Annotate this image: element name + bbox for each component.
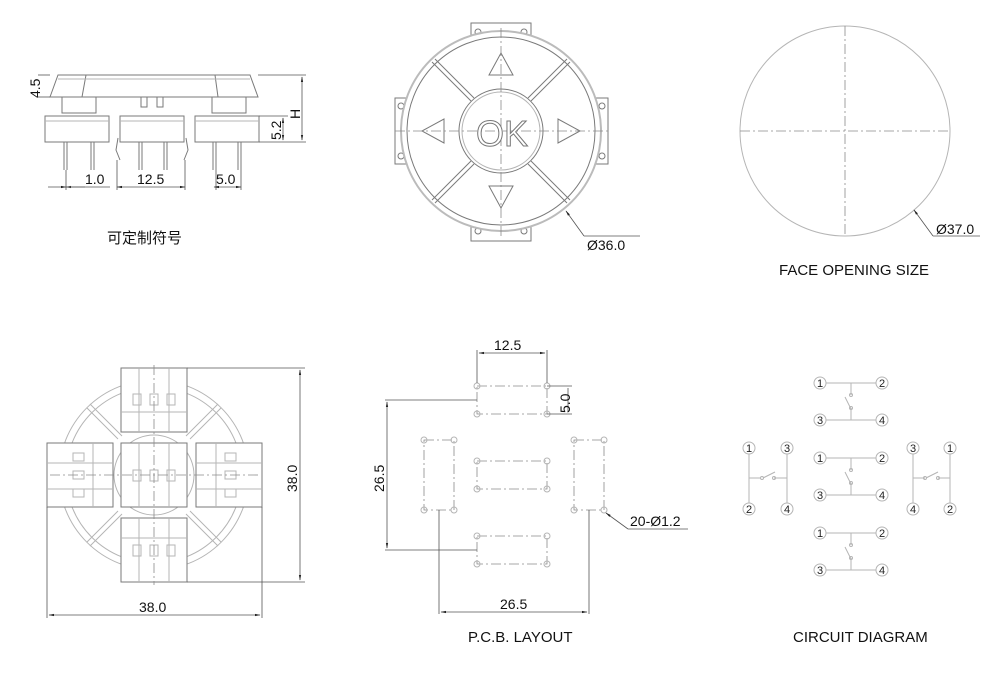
- dim-cap-height: 4.5: [27, 78, 43, 98]
- ok-label: OK: [476, 113, 528, 154]
- switch-bottom: 1 2 3 4: [813, 526, 889, 577]
- svg-text:4: 4: [784, 504, 790, 516]
- dim-diameter-37: Ø37.0: [936, 221, 974, 237]
- svg-text:2: 2: [947, 504, 953, 516]
- dim-pin-offset: 1.0: [85, 171, 105, 187]
- face-opening-caption: FACE OPENING SIZE: [779, 262, 929, 279]
- dim-switch-height: 5.2: [268, 120, 284, 140]
- switch-right: 3 1 4 2: [906, 441, 957, 516]
- svg-text:4: 4: [879, 415, 885, 427]
- svg-text:1: 1: [817, 528, 823, 540]
- face-opening-view: Ø37.0 FACE OPENING SIZE: [739, 25, 980, 279]
- pcb-dim-top-gap: 5.0: [557, 393, 573, 413]
- svg-text:3: 3: [784, 443, 790, 455]
- pcb-dim-top-width: 12.5: [494, 337, 521, 353]
- svg-text:4: 4: [910, 504, 916, 516]
- switch-left: 1 3 2 4: [742, 441, 794, 516]
- svg-text:2: 2: [879, 378, 885, 390]
- pcb-layout: 12.5 5.0 26.5 26.5 20-Ø1.2 P.C.B. LAYOUT: [371, 337, 688, 646]
- dim-total-height: H: [287, 109, 303, 119]
- dim-diameter-36: Ø36.0: [587, 237, 625, 253]
- pcb-dim-horizontal: 26.5: [500, 596, 527, 612]
- pcb-holes: [420, 382, 608, 568]
- svg-text:2: 2: [879, 453, 885, 465]
- svg-text:2: 2: [879, 528, 885, 540]
- svg-text:1: 1: [947, 443, 953, 455]
- svg-text:3: 3: [817, 565, 823, 577]
- svg-text:1: 1: [817, 453, 823, 465]
- side-view-caption: 可定制符号: [107, 229, 182, 247]
- svg-text:3: 3: [817, 415, 823, 427]
- switch-center: 1 2 3 4: [813, 451, 889, 502]
- svg-text:3: 3: [817, 490, 823, 502]
- switch-top: 1 2 3 4: [813, 376, 889, 427]
- side-view: 4.5 5.2 H 1.0 12.5 5.0 可定制符号: [27, 74, 306, 247]
- pcb-dim-holes: 20-Ø1.2: [630, 513, 681, 529]
- bottom-view: 38.0 38.0: [46, 365, 305, 618]
- svg-text:1: 1: [746, 443, 752, 455]
- circuit-diagram-caption: CIRCUIT DIAGRAM: [793, 629, 928, 646]
- dim-pin-pitch: 5.0: [216, 171, 236, 187]
- svg-text:4: 4: [879, 565, 885, 577]
- dim-span: 12.5: [137, 171, 164, 187]
- svg-text:1: 1: [817, 378, 823, 390]
- arrow-up-icon: [488, 51, 514, 76]
- dim-width-38: 38.0: [139, 599, 166, 615]
- svg-text:2: 2: [746, 504, 752, 516]
- pcb-layout-caption: P.C.B. LAYOUT: [468, 629, 572, 646]
- svg-text:3: 3: [910, 443, 916, 455]
- dim-height-38: 38.0: [284, 465, 300, 492]
- pcb-dim-vertical: 26.5: [371, 465, 387, 492]
- circuit-diagram: 1 2 3 4 1 2 3 4 1 2 3 4: [742, 376, 957, 646]
- top-view: OK Ø36.0: [394, 22, 640, 253]
- svg-text:4: 4: [879, 490, 885, 502]
